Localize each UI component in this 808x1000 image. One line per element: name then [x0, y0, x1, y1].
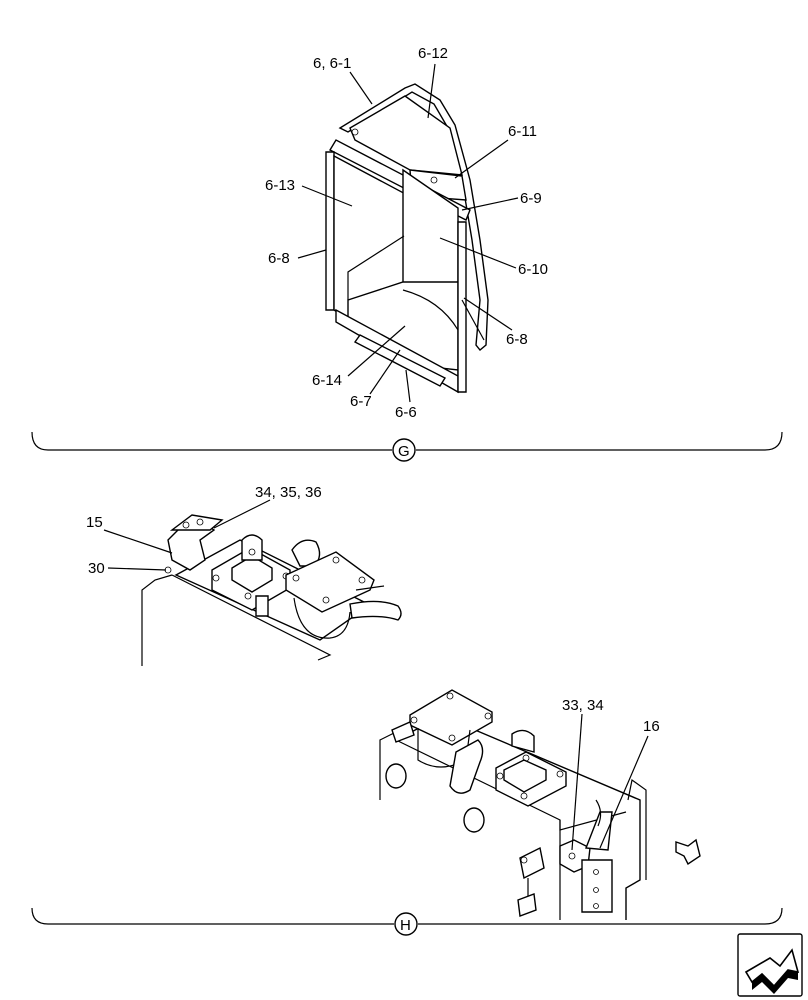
- label-6-9: 6-9: [520, 190, 542, 207]
- label-6-8-right: 6-8: [506, 331, 528, 348]
- filter-housing-upper: [141, 514, 402, 666]
- label-33-34: 33, 34: [562, 697, 604, 714]
- shroud-assembly: [325, 83, 489, 394]
- marker-g: G: [398, 443, 410, 460]
- direction-arrow-icon: [675, 838, 701, 866]
- label-34-35-36: 34, 35, 36: [255, 484, 322, 501]
- label-30: 30: [88, 560, 105, 577]
- label-6-10: 6-10: [518, 261, 548, 278]
- label-6-13: 6-13: [265, 177, 295, 194]
- filter-housing-lower: [379, 689, 647, 920]
- label-6-6: 6-6: [395, 404, 417, 421]
- section-h-upper-labels: 34, 35, 36 15 30: [86, 484, 322, 577]
- navigation-arrow-icon[interactable]: [737, 933, 803, 997]
- section-h-lower-labels: 33, 34 16: [562, 697, 660, 851]
- label-6-8-left: 6-8: [268, 250, 290, 267]
- divider-h: H: [31, 907, 783, 936]
- divider-g: G: [31, 431, 783, 462]
- label-6-7: 6-7: [350, 393, 372, 410]
- label-16: 16: [643, 718, 660, 735]
- label-6-11: 6-11: [508, 123, 537, 140]
- label-6-12: 6-12: [418, 45, 448, 62]
- label-6-14: 6-14: [312, 372, 342, 389]
- section-g-labels: 6, 6-1 6-12 6-11 6-13 6-9 6-8 6-10 6-8 6…: [265, 45, 548, 421]
- marker-h: H: [400, 917, 411, 934]
- label-15: 15: [86, 514, 103, 531]
- label-6-6-1: 6, 6-1: [313, 55, 351, 72]
